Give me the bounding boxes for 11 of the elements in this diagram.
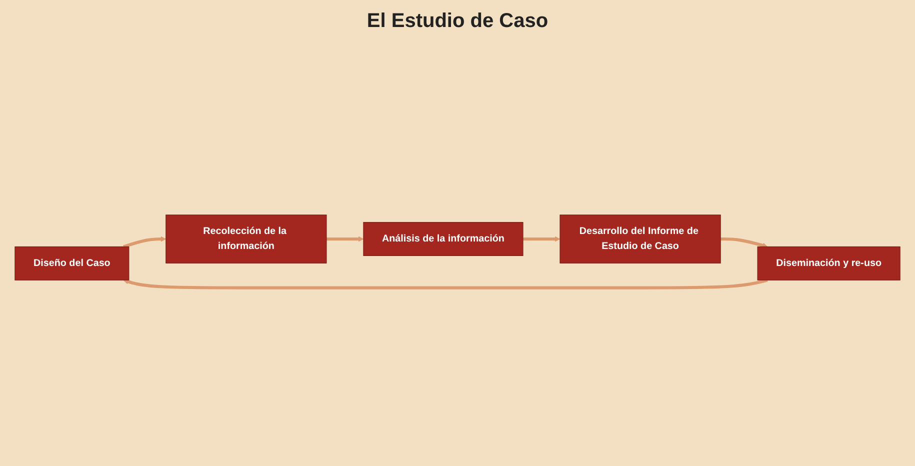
node-box: Recolección de la información <box>166 214 327 264</box>
arrow <box>326 236 364 242</box>
arrow <box>123 278 768 290</box>
arrow <box>123 236 166 248</box>
node-box: Desarrollo del Informe de Estudio de Caso <box>560 214 721 264</box>
arrow <box>522 236 560 242</box>
diagram-title: El Estudio de Caso <box>366 10 548 33</box>
node-box: Diseminación y re-uso <box>757 246 900 280</box>
node-box: Análisis de la información <box>363 222 524 256</box>
arrow <box>720 238 768 248</box>
node-box: Diseño del Caso <box>14 246 130 280</box>
